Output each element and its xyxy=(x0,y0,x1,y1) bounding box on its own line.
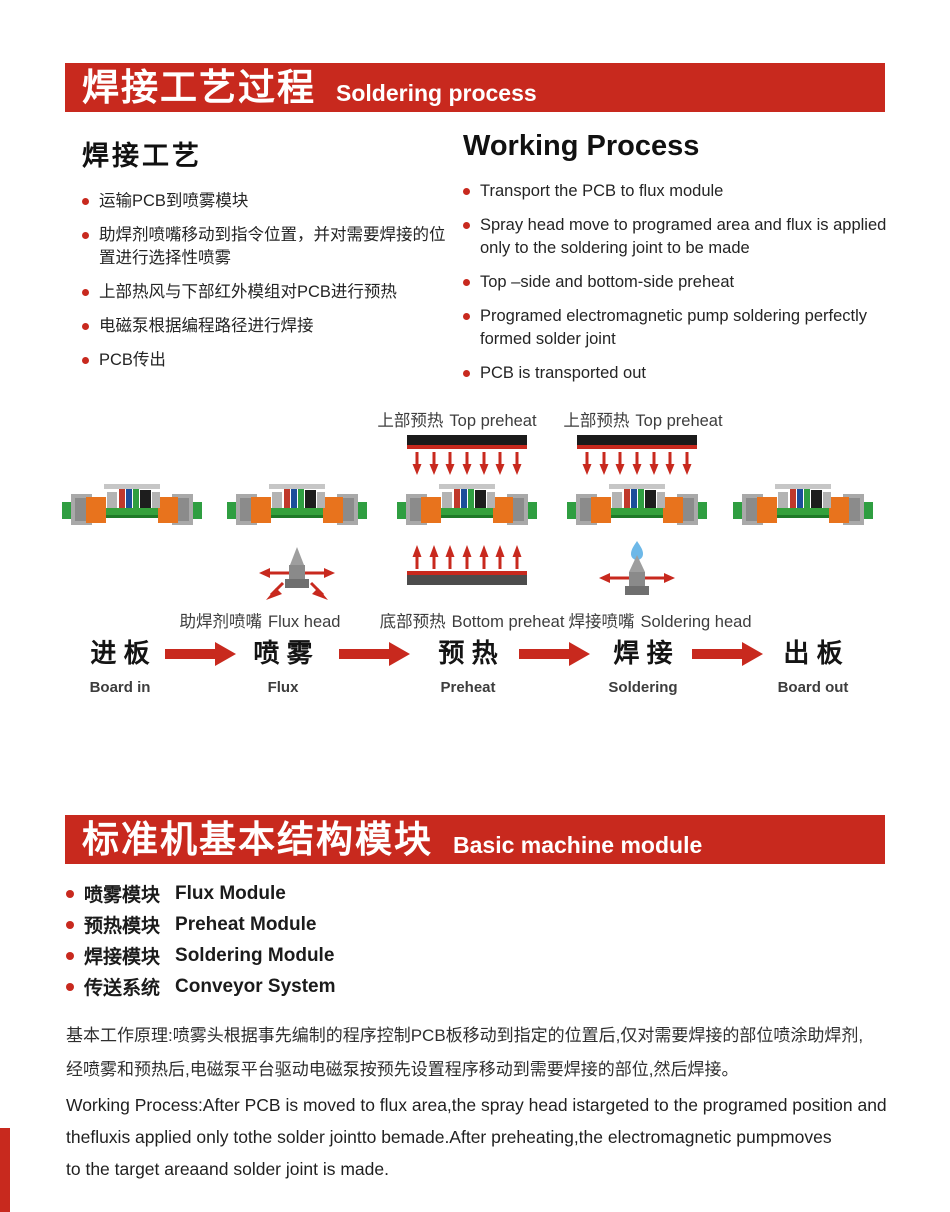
bullet-list-zh: 运输PCB到喷雾模块 助焊剂喷嘴移动到指令位置，并对需要焊接的位置进行选择性喷雾… xyxy=(82,190,450,372)
bullet-item: 助焊剂喷嘴移动到指令位置，并对需要焊接的位置进行选择性喷雾 xyxy=(82,224,450,270)
banner-title-en: Soldering process xyxy=(336,79,537,106)
bullet-item: Programed electromagnetic pump soldering… xyxy=(463,305,887,351)
column-soldering-process-zh: 焊接工艺 运输PCB到喷雾模块 助焊剂喷嘴移动到指令位置，并对需要焊接的位置进行… xyxy=(82,134,450,383)
bullet-dot-icon xyxy=(66,889,74,898)
top-preheat-heater-icon xyxy=(407,435,527,482)
page-accent-bar xyxy=(0,1128,10,1212)
flow-arrow-icon xyxy=(692,641,764,667)
module-list: 喷雾模块 Flux Module 预热模块 Preheat Module 焊接模… xyxy=(66,878,336,1002)
column-working-process-en: Working Process Transport the PCB to flu… xyxy=(463,130,887,396)
pcb-assembly-icon xyxy=(62,477,202,544)
banner-title-en: Basic machine module xyxy=(453,831,703,858)
bullet-item: Top –side and bottom-side preheat xyxy=(463,271,887,294)
bullet-item: Transport the PCB to flux module xyxy=(463,180,887,203)
bullet-list-en: Transport the PCB to flux module Spray h… xyxy=(463,180,887,385)
bullet-item: 电磁泵根据编程路径进行焊接 xyxy=(82,315,450,338)
bullet-item: Spray head move to programed area and fl… xyxy=(463,214,887,260)
flux-nozzle-icon xyxy=(257,543,337,610)
bullet-dot-icon xyxy=(66,951,74,960)
section-banner-soldering-process: 焊接工艺过程 Soldering process xyxy=(65,63,885,112)
banner-title-zh: 焊接工艺过程 xyxy=(82,67,316,108)
step-preheat: 预 热 Preheat xyxy=(438,638,498,696)
flow-arrow-icon xyxy=(339,641,411,667)
column-title-en: Working Process xyxy=(463,130,700,162)
bullet-item: PCB传出 xyxy=(82,349,450,372)
pcb-assembly-icon xyxy=(397,477,537,544)
soldering-nozzle-icon xyxy=(597,541,677,608)
top-preheat-heater-icon xyxy=(577,435,697,482)
bullet-dot-icon xyxy=(66,920,74,929)
paragraph-line: Working Process:After PCB is moved to fl… xyxy=(66,1095,887,1115)
step-flux: 喷 雾 Flux xyxy=(253,638,313,696)
pcb-assembly-icon xyxy=(567,477,707,544)
paragraph-line: 经喷雾和预热后,电磁泵平台驱动电磁泵按预先设置程序移动到需要焊接的部位,然后焊接… xyxy=(66,1060,739,1079)
flow-arrow-icon xyxy=(519,641,591,667)
flow-arrow-icon xyxy=(165,641,237,667)
bullet-item: PCB is transported out xyxy=(463,362,887,385)
module-item-soldering: 焊接模块 Soldering Module xyxy=(66,940,336,971)
working-principle-text: 基本工作原理:喷雾头根据事先编制的程序控制PCB板移动到指定的位置后,仅对需要焊… xyxy=(66,1019,888,1185)
bullet-dot-icon xyxy=(66,982,74,991)
bullet-item: 运输PCB到喷雾模块 xyxy=(82,190,450,213)
bullet-item: 上部热风与下部红外模组对PCB进行预热 xyxy=(82,281,450,304)
module-item-preheat: 预热模块 Preheat Module xyxy=(66,909,336,940)
pcb-assembly-icon xyxy=(227,477,367,544)
section-banner-basic-machine-module: 标准机基本结构模块 Basic machine module xyxy=(65,815,885,864)
bottom-preheat-heater-icon xyxy=(407,543,527,590)
column-title-zh: 焊接工艺 xyxy=(82,141,202,171)
module-item-conveyor: 传送系统 Conveyor System xyxy=(66,971,336,1002)
paragraph-line: to the target areaand solder joint is ma… xyxy=(66,1159,389,1179)
step-board-in: 进 板 Board in xyxy=(89,638,151,696)
banner-title-zh: 标准机基本结构模块 xyxy=(82,819,433,860)
paragraph-line: thefluxis applied only tothe solder join… xyxy=(66,1127,832,1147)
paragraph-line: 基本工作原理:喷雾头根据事先编制的程序控制PCB板移动到指定的位置后,仅对需要焊… xyxy=(66,1026,864,1045)
pcb-assembly-icon xyxy=(733,477,873,544)
step-soldering: 焊 接 Soldering xyxy=(608,638,678,696)
step-board-out: 出 板 Board out xyxy=(777,638,849,696)
module-item-flux: 喷雾模块 Flux Module xyxy=(66,878,336,909)
